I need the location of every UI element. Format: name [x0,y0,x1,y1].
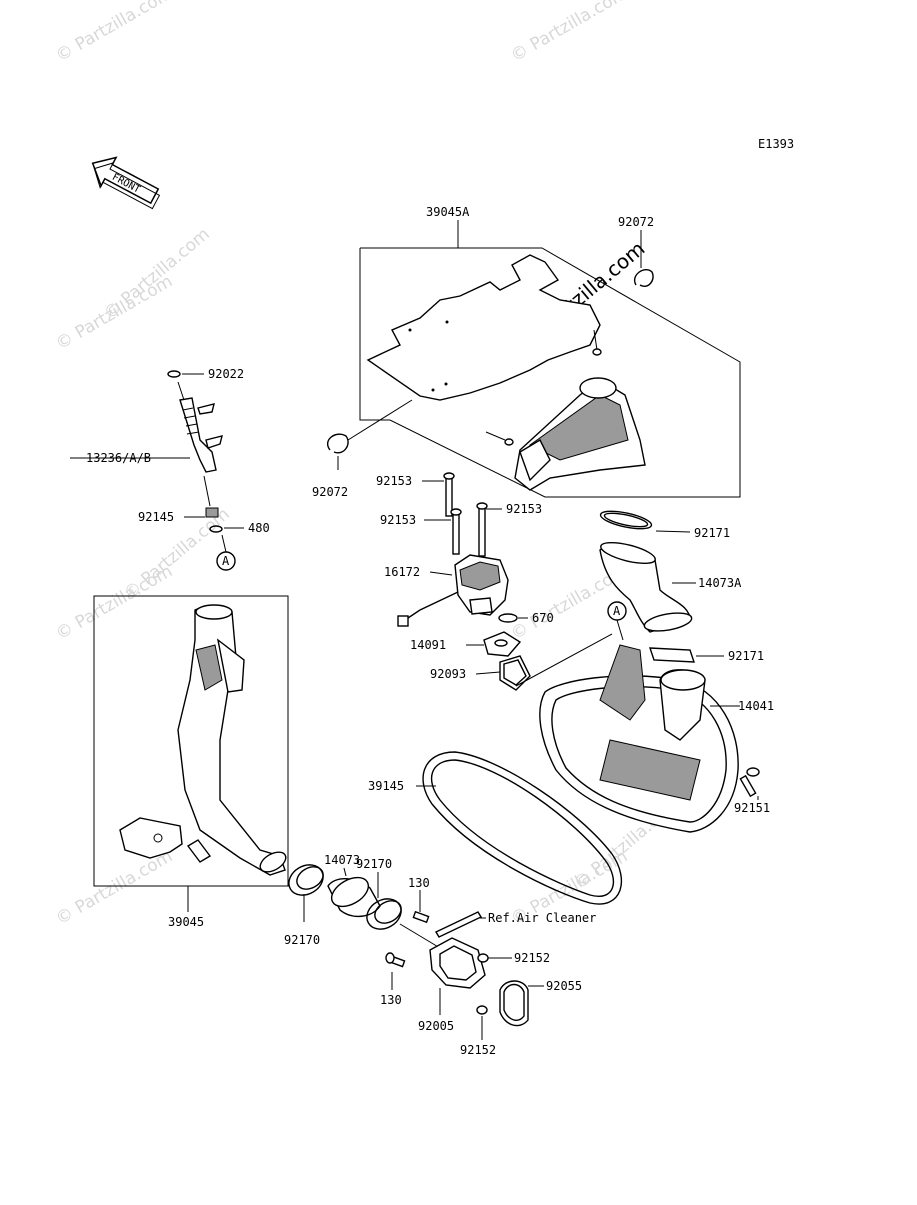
label-92171-b: 92171 [728,649,764,663]
actuator-group: 92153 92153 92153 16172 670 14091 92093 [376,472,554,691]
label-92022: 92022 [208,367,244,381]
belt-39145: 39145 [368,751,622,905]
label-92005: 92005 [418,1019,454,1033]
cover-assembly-39045A: 39045A [359,205,741,498]
label-39145: 39145 [368,779,404,793]
front-arrow-icon: FRONT [91,156,161,210]
label-92145: 92145 [138,510,174,524]
callout-a-marker [216,551,236,571]
label-130-a: 130 [408,876,430,890]
label-670: 670 [532,611,554,625]
label-14073: 14073 [324,853,360,867]
label-130-b: 130 [380,993,402,1007]
label-92153-c: 92153 [506,502,542,516]
label-14041: 14041 [738,699,774,713]
callout-a2: A [613,604,621,618]
clip-92072-top: 92072 [618,215,654,287]
duct-14073A-group: 92171 14073A 92171 [599,510,764,663]
shift-assembly: 92022 13236/A/B 92145 480 A [70,367,270,571]
label-92153-a: 92153 [376,474,412,488]
label-14073A: 14073A [698,576,742,590]
watermark: © Partzilla.com [100,224,213,324]
label-14091: 14091 [410,638,446,652]
cover-14041: A 14041 92151 [515,601,774,833]
watermark: © Partzilla.com [53,846,177,929]
label-92072-left: 92072 [312,485,348,499]
callout-a1: A [222,554,230,568]
label-92072-top: 92072 [618,215,654,229]
label-92151: 92151 [734,801,770,815]
clip-92072-left: 92072 [312,399,413,499]
label-92055: 92055 [546,979,582,993]
duct-assembly-39045: 39045 [93,595,289,929]
label-39045A: 39045A [426,205,470,219]
bottom-duct-group: 92170 14073 92170 130 Ref.Air Cleaner 92… [284,853,596,1057]
label-16172: 16172 [384,565,420,579]
label-92152-a: 92152 [514,951,550,965]
label-39045: 39045 [168,915,204,929]
label-480: 480 [248,521,270,535]
label-92152-b: 92152 [460,1043,496,1057]
label-92153-b: 92153 [380,513,416,527]
watermark: © Partzilla.com [508,0,632,66]
label-92171-a: 92171 [694,526,730,540]
label-92093: 92093 [430,667,466,681]
watermark: © Partzilla.com [53,0,177,66]
label-13236: 13236/A/B [86,451,151,465]
label-92170-a: 92170 [284,933,320,947]
diagram-code: E1393 [758,137,794,151]
ref-air-cleaner: Ref.Air Cleaner [488,911,596,925]
label-92170-b: 92170 [356,857,392,871]
